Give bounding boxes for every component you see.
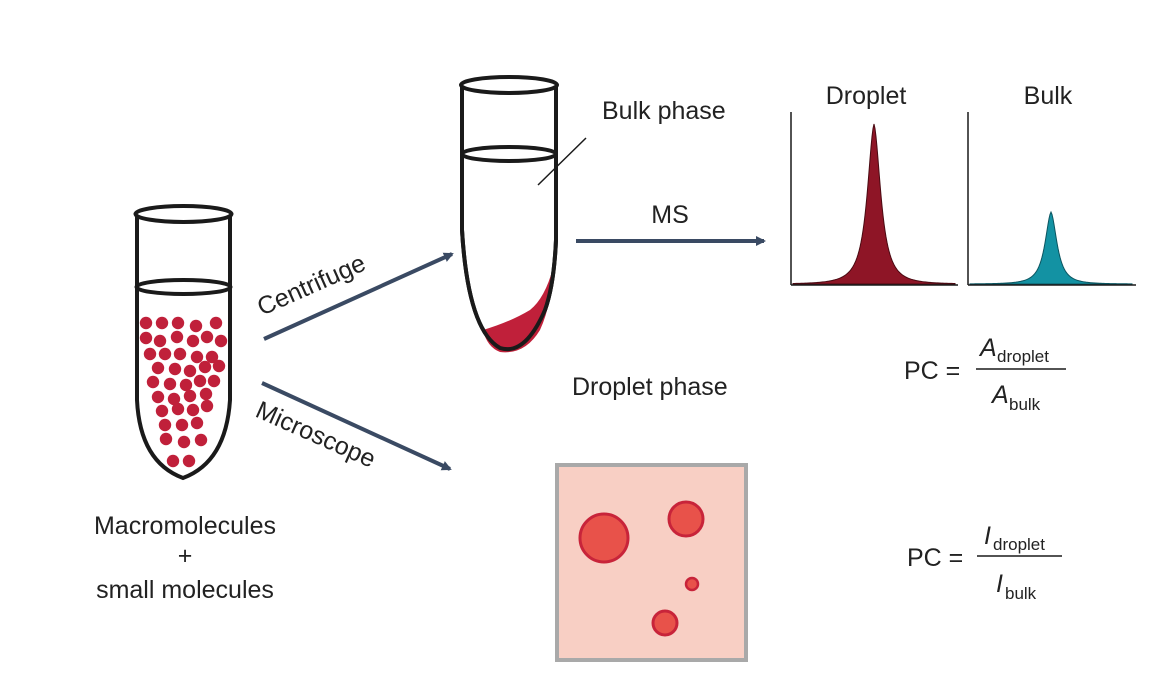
equation-microscope: PC = I droplet I bulk — [907, 522, 1062, 603]
eq-mic-den-sub: bulk — [1005, 584, 1037, 603]
sample-droplet — [177, 435, 191, 449]
bulk-phase-pointer — [537, 137, 587, 186]
sample-droplet — [182, 454, 196, 468]
eq-ms-lhs: PC = — [904, 357, 960, 385]
sample-droplet — [153, 334, 167, 348]
micro-droplet-medium — [667, 500, 705, 538]
sample-droplet — [158, 347, 172, 361]
sample-droplet — [151, 361, 165, 375]
sample-droplet — [151, 390, 165, 404]
sample-droplet — [200, 330, 214, 344]
sample-droplet — [168, 362, 182, 376]
micro-droplet-tiny — [684, 576, 700, 592]
sample-caption: Macromolecules + small molecules — [94, 512, 276, 604]
sample-droplet — [212, 359, 226, 373]
microscope-arrow-group: Microscope — [252, 381, 452, 473]
sample-droplet — [163, 377, 177, 391]
sample-tube — [133, 204, 234, 481]
caption-macromolecules: Macromolecules — [94, 512, 276, 540]
centrifuge-arrow-group: Centrifuge — [253, 249, 454, 341]
sample-liquid-line — [134, 278, 233, 296]
eq-mic-num-var: I — [984, 522, 991, 550]
centrifuge-arrow — [263, 252, 454, 341]
eq-ms-den-var: A — [990, 381, 1009, 409]
ms-charts: Droplet Bulk — [790, 82, 1136, 286]
centrifuged-tube-rim — [459, 75, 559, 95]
ms-label: MS — [651, 201, 689, 229]
sample-droplet — [209, 316, 223, 330]
sample-droplet — [167, 392, 181, 406]
sample-droplet — [199, 387, 213, 401]
sample-droplet — [183, 364, 197, 378]
sample-droplet — [139, 316, 153, 330]
sample-droplet — [186, 334, 200, 348]
caption-small-molecules: small molecules — [96, 576, 274, 604]
centrifuged-tube — [459, 75, 587, 353]
droplet-chart-title: Droplet — [826, 82, 907, 110]
droplet-phase-label: Droplet phase — [572, 373, 728, 401]
sample-droplet — [183, 389, 197, 403]
sample-droplet — [190, 350, 204, 364]
eq-mic-den-var: I — [996, 570, 1003, 598]
sample-droplet — [139, 331, 153, 345]
centrifuged-tube-outline — [460, 229, 558, 352]
sample-droplet — [198, 360, 212, 374]
bulk-chart-title: Bulk — [1024, 82, 1073, 110]
caption-plus: + — [178, 542, 193, 570]
sample-droplet — [214, 334, 228, 348]
sample-droplet — [146, 375, 160, 389]
sample-droplet — [200, 399, 214, 413]
sample-droplet — [190, 416, 204, 430]
sample-droplet — [171, 316, 185, 330]
sample-droplet — [186, 403, 200, 417]
sample-droplet — [207, 374, 221, 388]
sample-droplet — [166, 454, 180, 468]
sample-droplet — [158, 418, 172, 432]
eq-ms-den-sub: bulk — [1009, 395, 1041, 414]
microscope-arrow — [261, 381, 452, 471]
ms-arrow-group: MS — [576, 201, 766, 246]
eq-mic-num-sub: droplet — [993, 535, 1045, 554]
sample-droplet — [155, 316, 169, 330]
sample-droplet — [189, 319, 203, 333]
bulk-liquid-line — [460, 145, 558, 163]
microscope-field — [555, 463, 748, 662]
sample-droplets — [139, 316, 228, 468]
sample-droplet — [171, 402, 185, 416]
sample-tube-rim — [133, 204, 234, 224]
microscope-view — [555, 463, 748, 662]
eq-ms-num-var: A — [978, 334, 997, 362]
sample-droplet — [143, 347, 157, 361]
micro-droplet-large — [578, 512, 630, 564]
sample-droplet — [205, 350, 219, 364]
sample-droplet — [155, 404, 169, 418]
droplet-peak — [792, 123, 956, 285]
micro-droplet-small — [651, 609, 679, 637]
equation-ms: PC = A droplet A bulk — [904, 334, 1066, 414]
centrifuge-label: Centrifuge — [253, 249, 370, 322]
sample-droplet — [179, 378, 193, 392]
sample-droplet — [170, 330, 184, 344]
bulk-phase-label: Bulk phase — [602, 97, 726, 125]
eq-mic-lhs: PC = — [907, 544, 963, 572]
sample-droplet — [159, 432, 173, 446]
sample-droplet — [193, 374, 207, 388]
bulk-peak — [969, 210, 1133, 285]
sample-droplet — [175, 418, 189, 432]
sample-droplet — [173, 347, 187, 361]
eq-ms-num-sub: droplet — [997, 347, 1049, 366]
sample-droplet — [194, 433, 208, 447]
